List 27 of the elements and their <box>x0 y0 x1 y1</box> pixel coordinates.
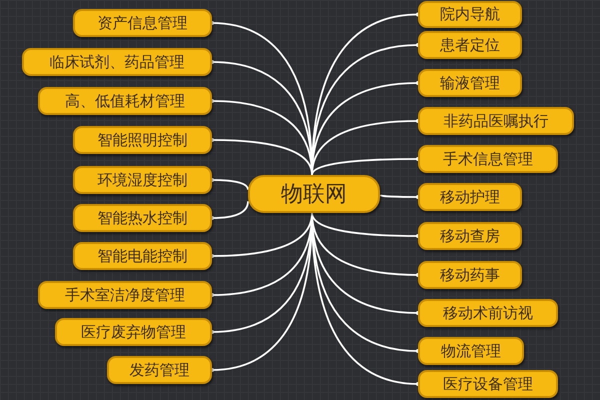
topic-box: 手术室洁净度管理 <box>38 281 212 309</box>
connector-line <box>311 157 420 176</box>
connector-line <box>210 178 249 190</box>
topic-box: 非药品医嘱执行 <box>418 107 574 135</box>
topic-box: 移动术前访视 <box>418 299 558 327</box>
connector-line <box>210 201 249 220</box>
topic-box: 环境湿度控制 <box>73 166 212 194</box>
topic-box: 医疗设备管理 <box>418 370 558 398</box>
topic-box: 输液管理 <box>418 69 522 97</box>
topic-box: 移动药事 <box>418 261 522 289</box>
topic-box: 手术信息管理 <box>418 145 558 173</box>
topic-box: 移动护理 <box>418 183 522 211</box>
connector-line <box>380 194 420 199</box>
topic-box: 移动查房 <box>418 222 522 250</box>
topic-box: 资产信息管理 <box>73 9 212 37</box>
central-topic-box: 物联网 <box>248 175 380 213</box>
topic-box: 高、低值耗材管理 <box>38 87 212 115</box>
topic-box: 患者定位 <box>418 31 522 59</box>
topic-box: 智能热水控制 <box>73 204 212 232</box>
topic-box: 院内导航 <box>418 1 522 28</box>
topic-box: 医疗废弃物管理 <box>55 318 212 346</box>
topic-box: 发药管理 <box>107 356 212 384</box>
topic-box: 物流管理 <box>418 337 524 365</box>
topic-box: 智能照明控制 <box>73 126 212 154</box>
connector-line <box>311 212 420 238</box>
topic-box: 智能电能控制 <box>73 242 212 270</box>
topic-box: 临床试剂、药品管理 <box>22 48 212 76</box>
